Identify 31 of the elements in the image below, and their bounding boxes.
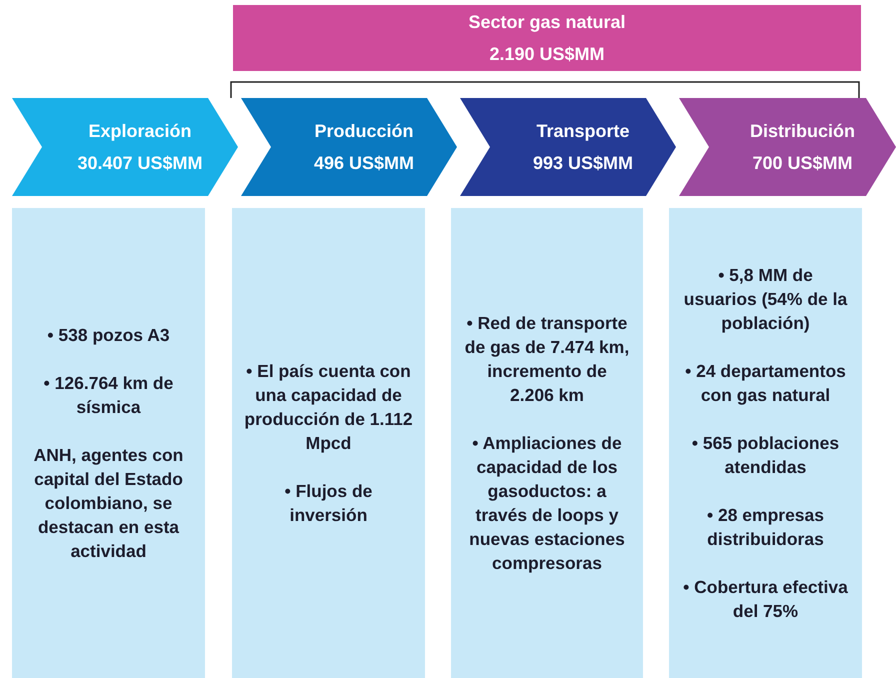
bullet-text: • 126.764 km de sísmica	[42, 372, 174, 419]
bullet-text: • Flujos de inversión	[284, 480, 374, 527]
info-panel	[12, 208, 205, 678]
investment-value: 2.190 US$MM	[489, 43, 605, 66]
bullet-text: • Red de transporte de gas de 7.474 km, incremento de 2.206 km	[464, 312, 630, 407]
investment-value: 993 US$MM	[532, 152, 634, 175]
stage-banner	[241, 98, 457, 196]
stage-title: Exploración	[88, 120, 192, 143]
info-panel	[232, 208, 425, 678]
bullet-text: • 24 departamentos con gas natural	[684, 360, 847, 407]
stage-banner	[12, 98, 238, 196]
investment-value: 496 US$MM	[314, 152, 414, 175]
bullet-text: • 5,8 MM de usuarios (54% de la población)	[682, 264, 848, 335]
sector-band	[233, 5, 861, 71]
info-panel	[669, 208, 862, 678]
investment-value: 30.407 US$MM	[77, 152, 203, 175]
stage-banner	[460, 98, 676, 196]
stage-banner	[679, 98, 896, 196]
info-panel	[451, 208, 643, 678]
bullet-text: • 538 pozos A3	[47, 324, 170, 347]
bullet-text: • Cobertura efectiva del 75%	[682, 576, 849, 623]
bullet-text: • El país cuenta con una capacidad de producción de 1.112 Mpcd	[244, 360, 413, 455]
bullet-text: ANH, agentes con capital del Estado colombiano, se destacan en esta actividad	[32, 444, 184, 563]
stage-title: Producción	[314, 120, 414, 143]
stage-title: Distribución	[750, 120, 855, 143]
bullet-text: • 28 empresas distribuidoras	[706, 504, 826, 551]
bullet-text: • Ampliaciones de capacidad de los gasoductos: a través de loops y nuevas estaciones compresoras	[468, 432, 626, 575]
stage-title: Transporte	[536, 120, 630, 143]
investment-value: 700 US$MM	[752, 152, 853, 175]
stage-title: Sector gas natural	[468, 11, 626, 34]
bullet-text: • 565 poblaciones atendidas	[690, 432, 840, 479]
